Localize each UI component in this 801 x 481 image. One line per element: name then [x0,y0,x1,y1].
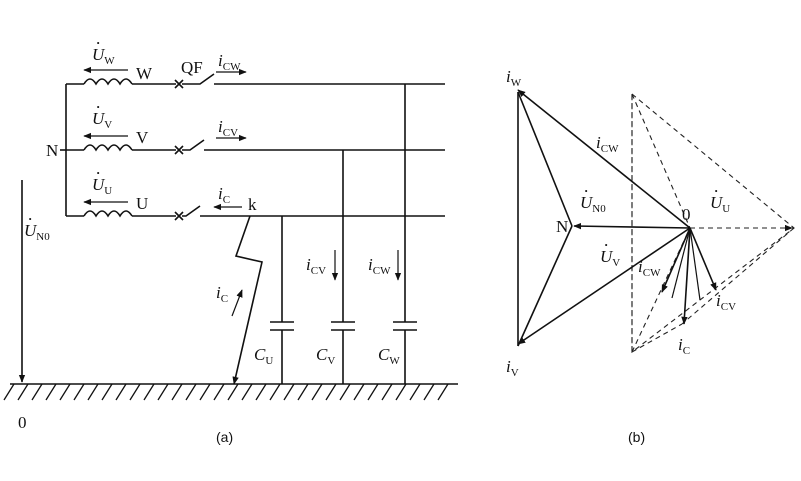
ground-hatch-mark [311,383,323,401]
ground-hatch-mark [73,383,85,401]
icv-cap-label: iCV [306,255,326,277]
capacitor-u [270,321,294,384]
fault-point-label: k [248,195,257,214]
phase-u-name: U [136,194,148,213]
ground-hatch-mark [171,383,183,401]
fault-current-arrow [231,289,243,317]
phase-w-name: W [136,64,153,83]
ground-hatch-mark [213,383,225,401]
ground-hatch-mark [45,383,57,401]
ground-hatch-mark [339,383,351,401]
breaker-label: QF [181,58,203,77]
capacitor-u-label: CU [254,345,273,367]
phasor-icw-label: iCW [596,133,619,155]
ground-hatch-mark [17,383,29,401]
phasor-ic-label: iC [678,335,690,357]
phasor-icv [689,227,717,291]
neutral-voltage-label: UN0 [24,221,50,243]
ground-hatch-mark [255,383,267,401]
ground-hatch-mark [157,383,169,401]
ground-hatch-mark [283,383,295,401]
ground-hatch-mark [87,383,99,401]
phase-u-coil [83,210,133,218]
ic-line-label: iC [218,184,230,206]
phasor-iv [517,227,691,345]
ground-hatch-mark [395,383,407,401]
capacitor-v [331,321,355,384]
caption-b: (b) [628,429,645,445]
phase-u-voltage-label: UU [92,175,112,197]
ground-hatch-mark [269,383,281,401]
phasor-un0-label: UN0 [580,193,606,215]
icw-line-label: iCW [218,51,241,73]
ground-hatch-mark [227,383,239,401]
svg-text:·: · [28,211,32,226]
phase-v-name: V [136,128,149,147]
phasor-uu-label: UU [710,193,730,215]
ground-hatch-mark [297,383,309,401]
phase-w-coil [83,78,133,86]
ground-hatch-mark [115,383,127,401]
phase-v-voltage-label: UV [92,109,112,131]
ground-hatch-mark [3,383,15,401]
icv-line-label: iCV [218,117,238,139]
phase-u-line [66,205,445,218]
ground-hatch-mark [381,383,393,401]
svg-text:·: · [96,99,100,114]
ground-hatch-mark [31,383,43,401]
circuit-diagram: UW · W QF UV · V UU · U N UN0 · iCW iCV … [3,35,458,445]
svg-text:·: · [714,183,718,198]
phasor-iv-label: iV [506,357,519,379]
phasor-un0 [573,222,691,230]
phasor-diagram: iW iV iCW UN0 · N 0 UU · UV · iCW iCV iC… [506,67,795,445]
capacitor-w [393,321,417,384]
breaker-contacts [174,79,184,221]
ground-hatch-mark [423,383,435,401]
ground-hatch-mark [185,383,197,401]
phasor-uv-label: UV [600,247,620,269]
capacitor-v-label: CV [316,345,335,367]
phasor-iw-label: iW [506,67,522,89]
ground-hatch-mark [143,383,155,401]
phasor-origin-label: 0 [682,205,691,224]
ground-hatch-mark [199,383,211,401]
fault-path [232,215,263,385]
ground-hatch-mark [367,383,379,401]
ground-hatch [3,383,449,401]
caption-a: (a) [216,429,233,445]
svg-text:·: · [96,35,100,50]
phasor-icv-label: iCV [716,291,736,313]
phase-v-line [66,139,445,152]
phasor-iw [517,89,691,229]
ground-hatch-mark [353,383,365,401]
ground-hatch-mark [241,383,253,401]
phasor-ic [681,227,691,325]
phasor-icw [661,227,691,293]
phase-w-voltage-label: UW [92,45,115,67]
ground-hatch-mark [101,383,113,401]
phase-w-line [66,73,445,86]
neutral-label: N [46,141,58,160]
phase-v-coil [83,144,133,152]
ground-hatch-mark [409,383,421,401]
ground-hatch-mark [59,383,71,401]
fault-current-label: iC [216,283,228,305]
phasor-dashed-triangle [631,92,795,354]
phasor-icw-small-label: iCW [638,257,661,279]
icw-cap-label: iCW [368,255,391,277]
ground-hatch-mark [129,383,141,401]
phasor-neutral-label: N [556,217,568,236]
ground-hatch-mark [325,383,337,401]
ground-label: 0 [18,413,27,432]
svg-text:·: · [604,237,608,252]
ground-hatch-mark [437,383,449,401]
svg-text:·: · [96,165,100,180]
capacitor-w-label: CW [378,345,400,367]
svg-text:·: · [584,183,588,198]
